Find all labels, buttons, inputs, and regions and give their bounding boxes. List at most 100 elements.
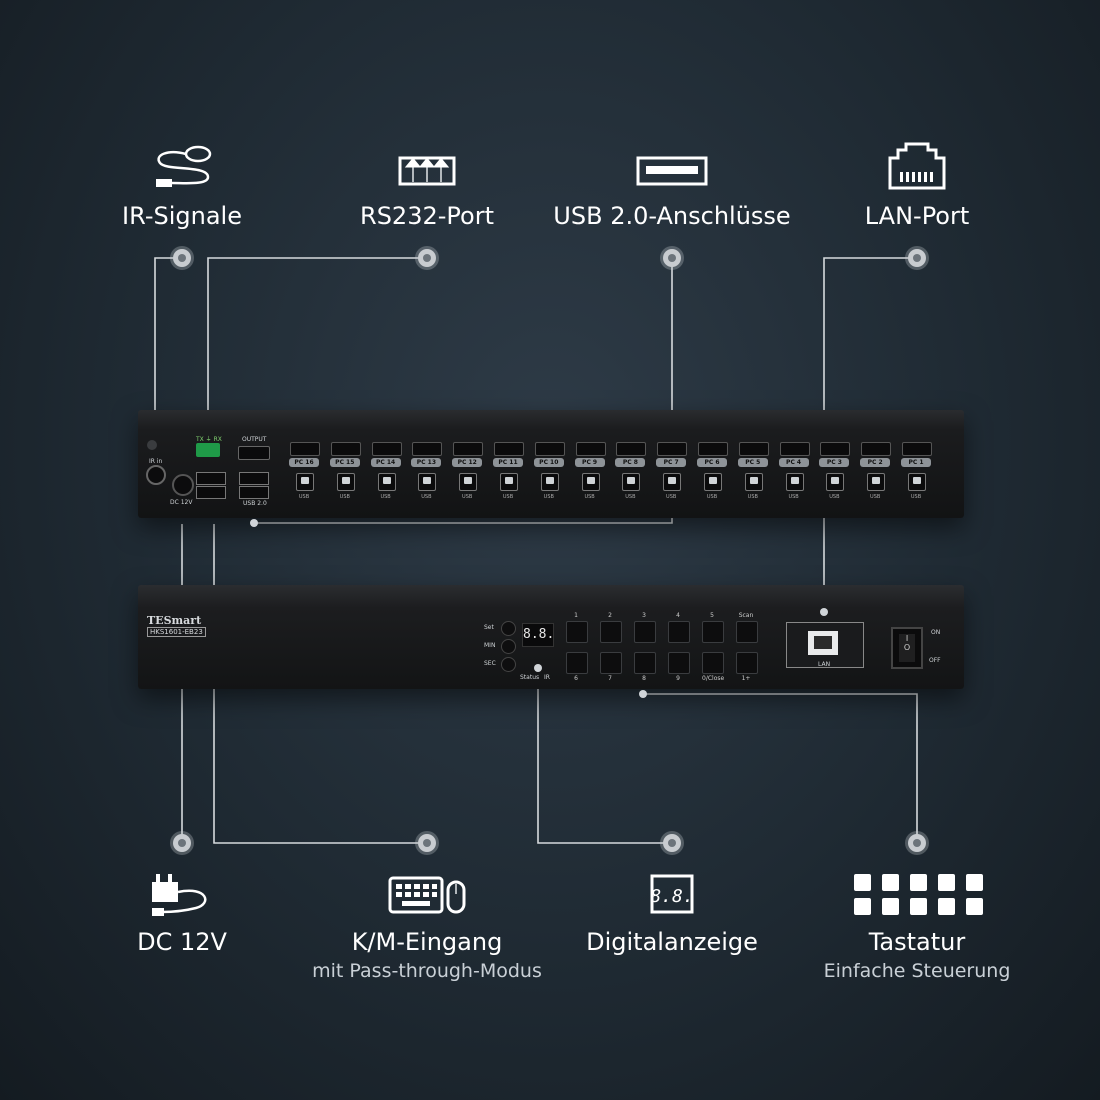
keyboard-mouse-icon (388, 876, 466, 914)
pc-port-label: PC 3 (819, 458, 850, 467)
keypad-top-label: 5 (710, 612, 714, 619)
digital-display-icon: 8.8. (650, 874, 694, 914)
hdmi-input-port[interactable] (575, 442, 606, 456)
usb-port-label: USB (706, 494, 718, 500)
keypad-button[interactable] (600, 621, 622, 643)
power-adapter-icon (152, 874, 207, 916)
usb-b-port[interactable] (826, 473, 845, 491)
usb-b-port[interactable] (540, 473, 559, 491)
usb-port-label: USB (910, 494, 922, 500)
pc-port-label: PC 11 (493, 458, 523, 467)
hdmi-input-port[interactable] (738, 442, 769, 456)
usb-b-port[interactable] (296, 473, 314, 491)
hdmi-input-port[interactable] (494, 442, 524, 456)
keypad-button[interactable] (668, 621, 690, 643)
anchor-usb (250, 519, 258, 527)
keypad-button[interactable] (702, 621, 724, 643)
pc-port-label: PC 8 (615, 458, 646, 467)
usb-port-label: USB (380, 494, 391, 500)
pc-port-label: PC 16 (289, 458, 319, 467)
hdmi-input-port[interactable] (453, 442, 484, 456)
min-button[interactable] (501, 639, 516, 654)
usb-port-label: USB (543, 494, 554, 500)
dc-label: DC 12V (170, 499, 193, 506)
lan-port[interactable] (808, 631, 838, 655)
usb20-port-2[interactable] (239, 486, 269, 499)
ir-in-jack[interactable] (146, 465, 166, 485)
usb20-port-1[interactable] (239, 472, 269, 485)
usb-b-port[interactable] (418, 473, 437, 491)
usb-b-port[interactable] (622, 473, 641, 491)
usb-b-port[interactable] (867, 473, 886, 491)
hdmi-input-port[interactable] (616, 442, 647, 456)
hdmi-input-port[interactable] (657, 442, 688, 456)
hdmi-input-port[interactable] (902, 442, 932, 456)
hdmi-input-port[interactable] (371, 442, 402, 456)
hdmi-input-port[interactable] (820, 442, 851, 456)
pc-port-label: PC 9 (574, 458, 605, 467)
line-keypad (643, 693, 918, 843)
keypad-button[interactable] (634, 652, 656, 674)
pc-port-label: PC 1 (901, 458, 931, 467)
output-hdmi-port[interactable] (238, 446, 270, 460)
sec-button[interactable] (501, 657, 516, 672)
hdmi-input-port[interactable] (534, 442, 565, 456)
callout-dot-lan (908, 249, 926, 267)
keypad-button[interactable] (566, 621, 588, 643)
usb-b-port[interactable] (908, 473, 926, 491)
line-usb (254, 258, 673, 524)
pc-port-label: PC 13 (411, 458, 442, 467)
pc-port-label: PC 7 (656, 458, 687, 467)
usb-port-label: USB (788, 494, 799, 500)
callout-label-km: K/M-Eingang (351, 928, 503, 956)
usb-b-port[interactable] (663, 473, 682, 491)
keypad-button[interactable] (566, 652, 588, 674)
usb-b-port[interactable] (500, 473, 518, 491)
pc-port-group: PC 7 USB (653, 438, 689, 504)
callout-dot-dc (173, 834, 191, 852)
keypad-button[interactable] (702, 652, 724, 674)
hdmi-input-port[interactable] (290, 442, 320, 456)
rs232-label: TX ⏚ RX (196, 436, 222, 443)
hdmi-input-port[interactable] (330, 442, 361, 456)
hdmi-input-port[interactable] (861, 442, 892, 456)
switch-on-label: ON (931, 629, 941, 636)
usb-b-port[interactable] (744, 473, 763, 491)
callout-label-ir: IR-Signale (122, 202, 242, 230)
hdmi-input-port[interactable] (412, 442, 443, 456)
keypad-top-label: 1 (574, 612, 578, 619)
usb-port-label: USB (625, 494, 636, 500)
hdmi-input-port[interactable] (698, 442, 728, 456)
usb-port-label: USB (829, 494, 840, 500)
usb-b-port[interactable] (459, 473, 478, 491)
usb-b-port[interactable] (785, 473, 804, 491)
keypad-button[interactable] (600, 652, 622, 674)
keypad-button[interactable] (736, 621, 758, 643)
usb-b-port[interactable] (581, 473, 600, 491)
keypad-button[interactable] (736, 652, 758, 674)
keypad-top-label: 3 (642, 612, 646, 619)
dc-jack[interactable] (172, 474, 194, 496)
usb-port-label: USB (666, 494, 677, 500)
line-ir (154, 257, 182, 424)
keypad-button[interactable] (634, 621, 656, 643)
rs232-terminal[interactable] (196, 443, 220, 457)
keypad-button[interactable] (668, 652, 690, 674)
pc-port-label: PC 4 (778, 458, 809, 467)
usb-b-port[interactable] (377, 473, 396, 491)
usb20-label: USB 2.0 (243, 500, 267, 507)
pc-port-label: PC 12 (452, 458, 483, 467)
anchor-keypad (639, 690, 647, 698)
ethernet-port-icon (888, 142, 946, 190)
hdmi-input-port[interactable] (779, 442, 810, 456)
km-usb-port-1[interactable] (196, 472, 226, 485)
usb-b-port[interactable] (336, 473, 355, 491)
usb-b-port[interactable] (704, 473, 722, 491)
km-usb-port-2[interactable] (196, 486, 226, 499)
usb-port-label: USB (421, 494, 432, 500)
min-label: MIN (484, 642, 496, 649)
set-button[interactable] (501, 621, 516, 636)
